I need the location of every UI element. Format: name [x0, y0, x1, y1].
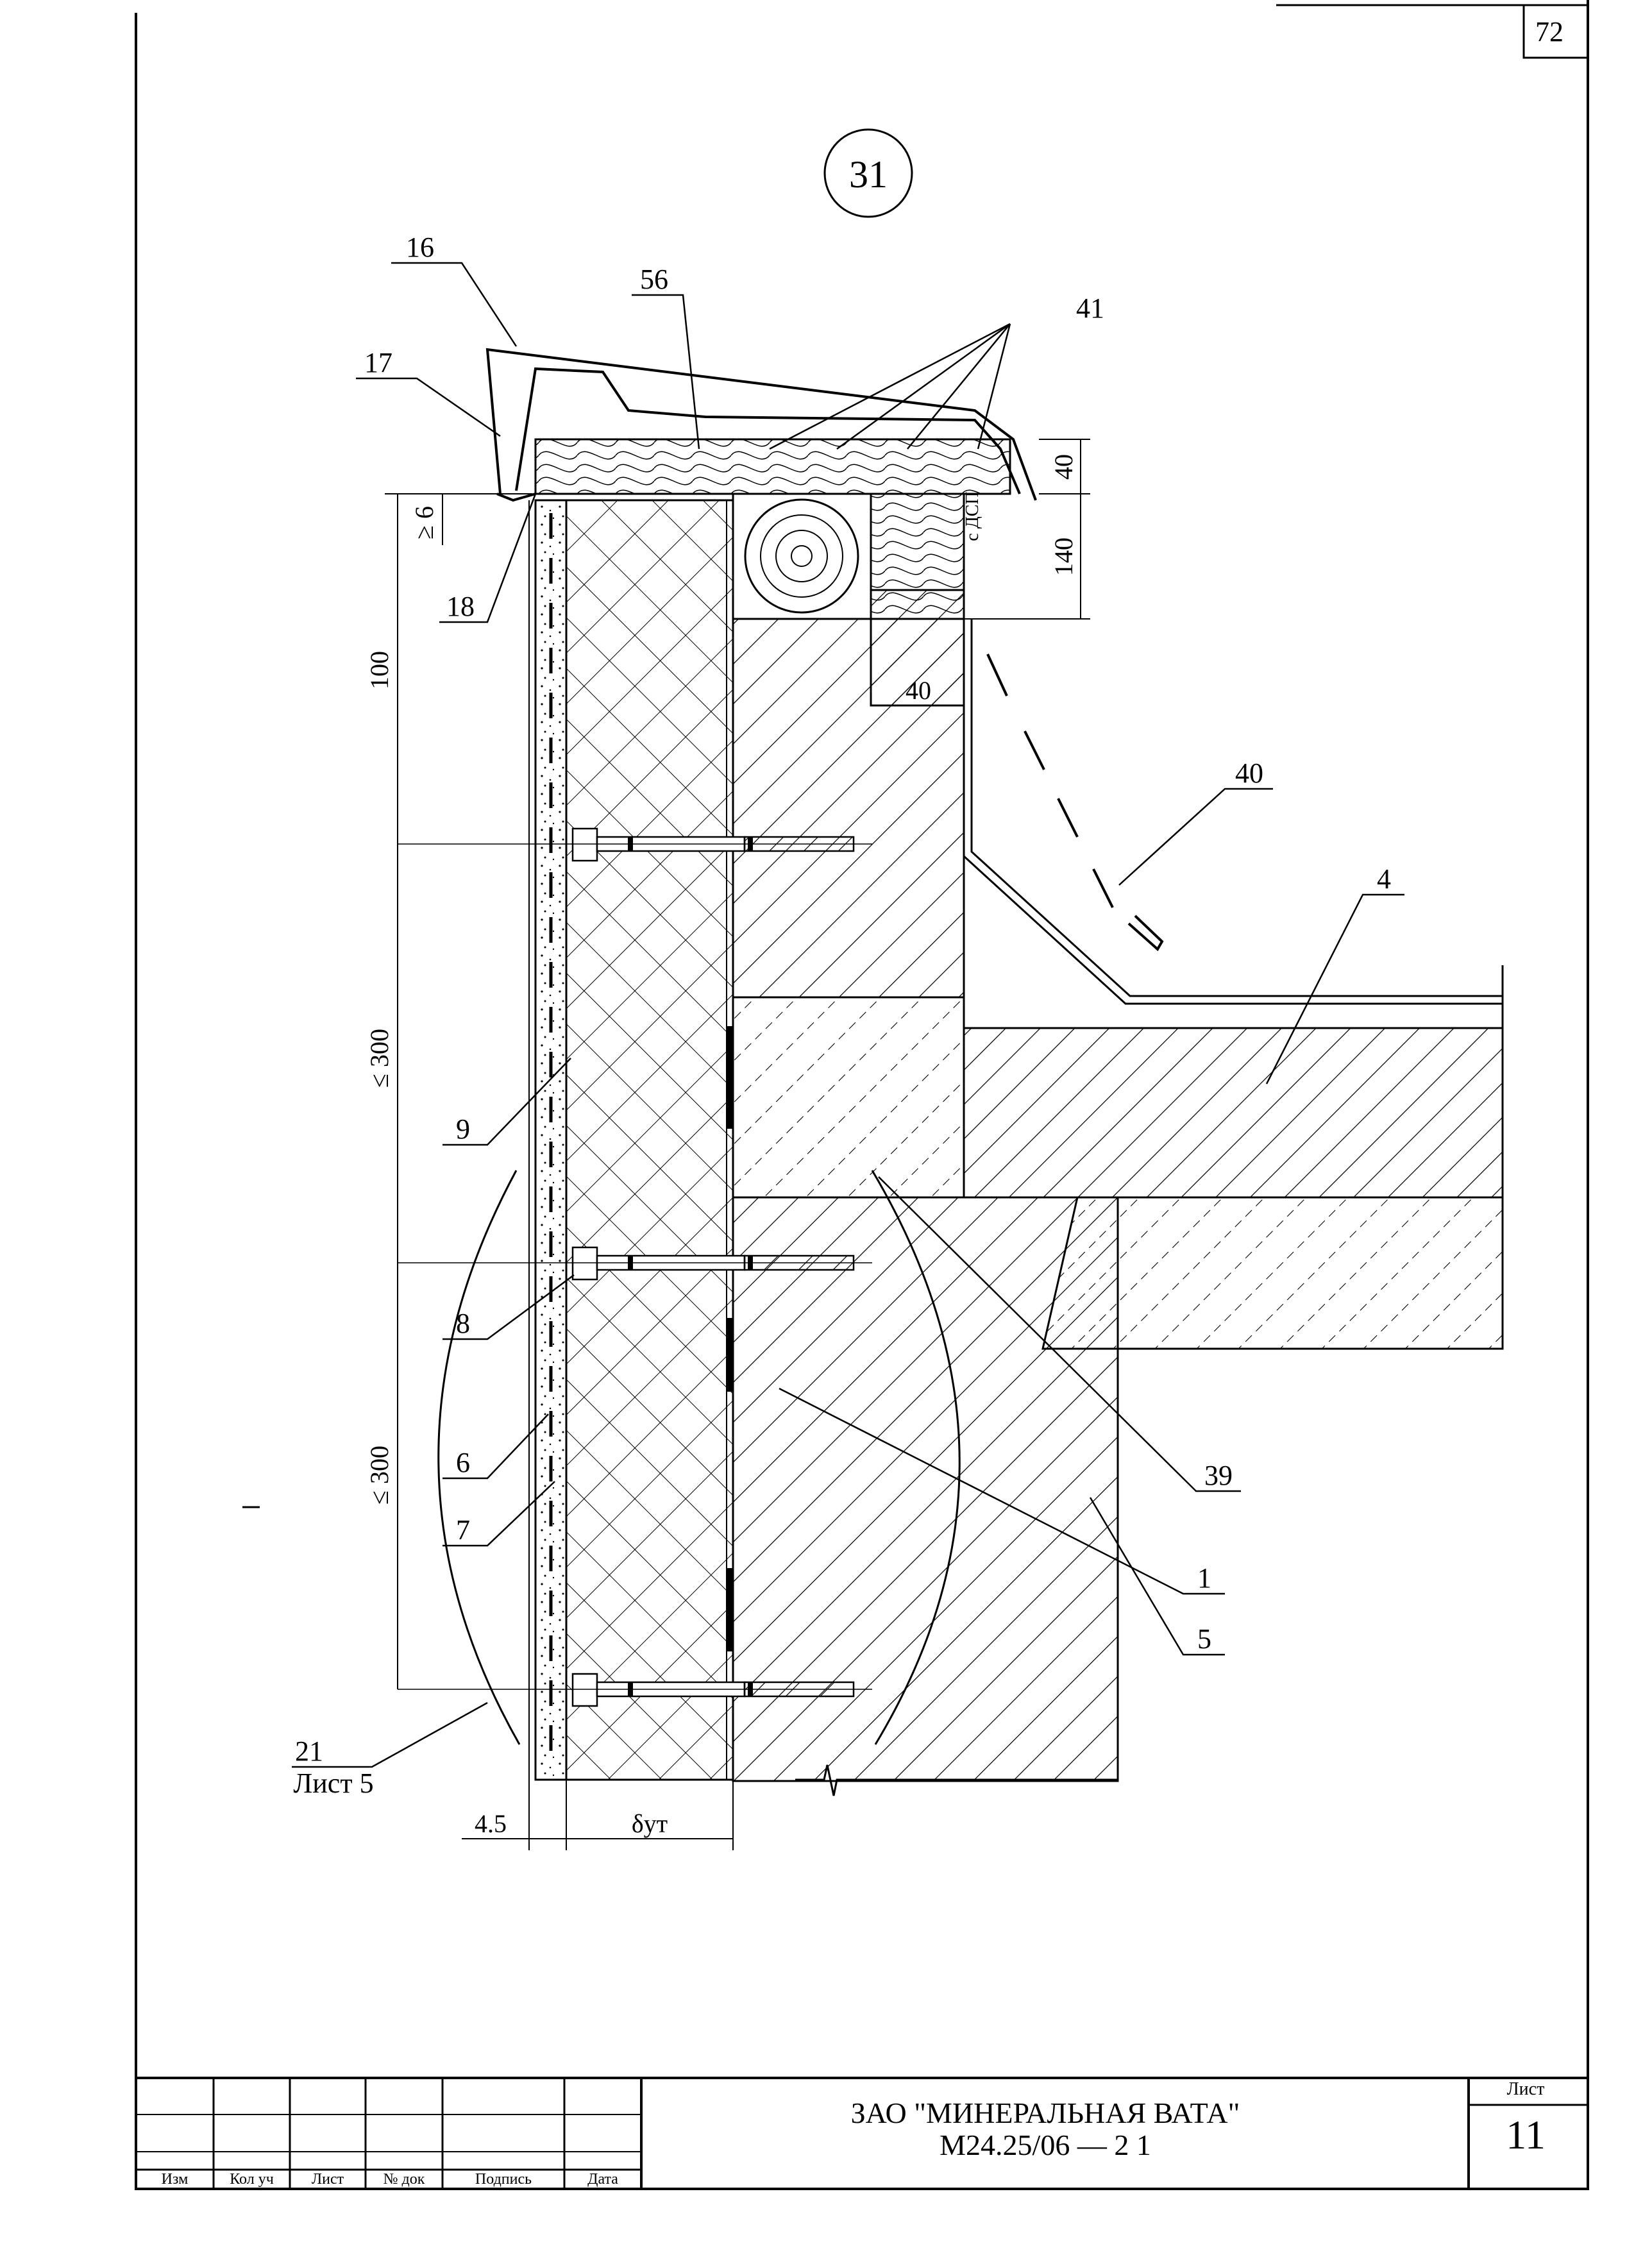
callout-41: 41: [1076, 292, 1104, 324]
parapet-top: [534, 438, 1011, 707]
callout-5: 5: [1197, 1623, 1211, 1655]
callout-1: 1: [1197, 1562, 1211, 1594]
roof-membrane: [963, 619, 1504, 1219]
anchor-axes: [398, 843, 872, 1690]
tb-header-n-dok: № док: [383, 2171, 425, 2188]
insulation-board: [565, 499, 734, 1781]
tb-header-data: Дата: [587, 2171, 618, 2188]
tb-header-list: Лист: [311, 2171, 344, 2188]
dim-delta-ut: δут: [632, 1809, 668, 1838]
dim-6: ≥ 6: [410, 506, 439, 539]
sheet-number: 11: [1506, 2112, 1546, 2157]
organization-name: ЗАО "МИНЕРАЛЬНАЯ ВАТА": [850, 2097, 1240, 2129]
tb-header-izm: Изм: [161, 2171, 189, 2188]
leader-lines: [292, 262, 1404, 1768]
detail-boundary-arc-right: [871, 1170, 961, 1745]
dim-100: 100: [365, 651, 394, 689]
dim-300-a: ≤ 300: [365, 1029, 394, 1088]
detail-number: 31: [849, 153, 888, 196]
detail-boundary-arc: [437, 1170, 521, 1745]
break-marks: [795, 1764, 1118, 1796]
tb-header-podpis: Подпись: [475, 2171, 532, 2188]
callout-40: 40: [1235, 757, 1263, 789]
callout-6: 6: [456, 1447, 470, 1478]
dim-4-5: 4.5: [475, 1809, 507, 1838]
detail-number-circle: 31: [823, 128, 913, 218]
title-block: [135, 2077, 1589, 2190]
masonry-wall: [732, 618, 1504, 1782]
adhesive-strips: [726, 500, 734, 1780]
tb-header-kol-uch: Кол уч: [230, 2171, 274, 2188]
callout-labels: 16 56 41 17 18 9 8 6 7 21 Лист 5 40 4 39…: [293, 232, 1391, 1799]
metal-flashing: [485, 348, 1037, 502]
callout-39: 39: [1204, 1460, 1233, 1491]
callout-21-sheet: Лист 5: [293, 1768, 373, 1799]
dim-c-label: с ДСП: [963, 491, 982, 541]
dim-300-b: ≤ 300: [365, 1446, 394, 1505]
plaster-layer: [528, 499, 568, 1781]
callout-18: 18: [446, 591, 475, 622]
callout-56: 56: [640, 264, 668, 295]
callout-8: 8: [456, 1308, 470, 1339]
dim-40-inner: 40: [906, 676, 931, 705]
dim-140: 140: [1049, 537, 1078, 576]
dim-40-top: 40: [1049, 454, 1078, 480]
callout-4: 4: [1377, 863, 1391, 895]
callout-9: 9: [456, 1113, 470, 1145]
callout-21: 21: [295, 1735, 323, 1767]
callout-7: 7: [456, 1514, 470, 1546]
page-number: 72: [1535, 16, 1564, 47]
dimension-labels: 40 140 ≥ 6 100 ≤ 300 ≤ 300 40 с ДСП 4.5 …: [365, 454, 1078, 1838]
document-code: М24.25/06 — 2 1: [940, 2129, 1151, 2161]
callout-16: 16: [406, 232, 434, 263]
slope-dashed-line: [986, 654, 1164, 952]
dimension-lines: [385, 439, 1090, 1850]
sheet-label: Лист: [1506, 2079, 1545, 2099]
callout-17: 17: [364, 347, 392, 378]
